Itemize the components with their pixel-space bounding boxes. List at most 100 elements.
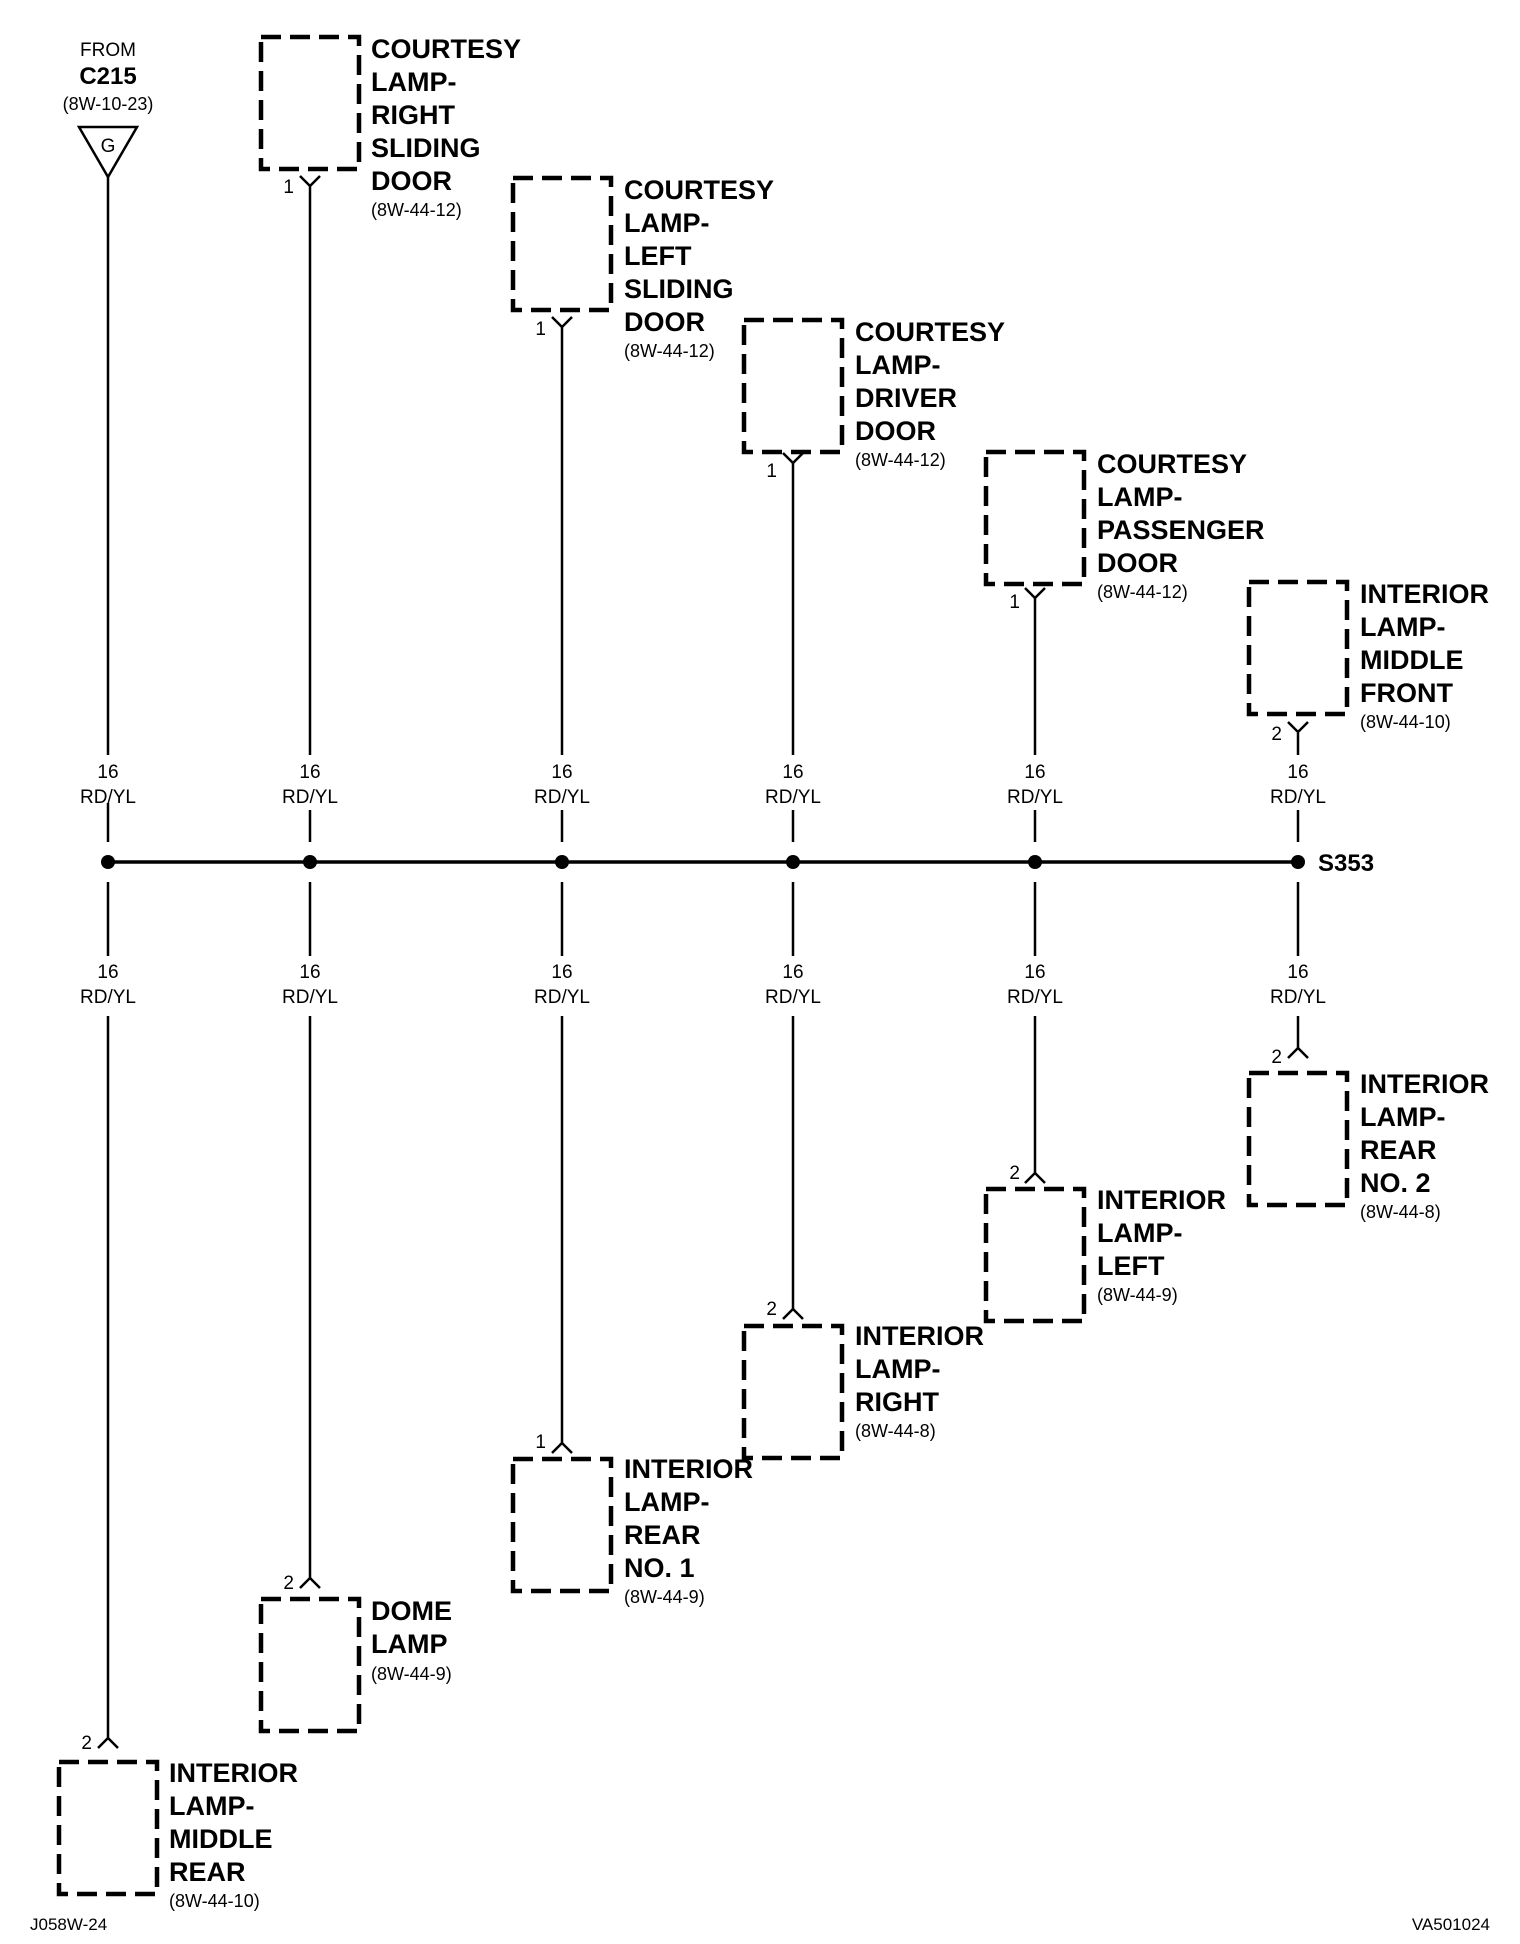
column-5: 16 RD/YL 16 RD/YL	[1007, 597, 1063, 1173]
connector-icon	[782, 1307, 804, 1320]
component-label-line: LAMP-	[855, 1354, 940, 1384]
wire-gauge-label: 16	[782, 962, 803, 983]
pin-number: 2	[1009, 1163, 1020, 1184]
component-label-line: COURTESY	[624, 175, 774, 205]
component-label-line: RIGHT	[371, 100, 456, 130]
wire-color-label: RD/YL	[765, 987, 821, 1008]
courtesy-lamp-driver-door: 1 COURTESY LAMP- DRIVER DOOR (8W-44-12)	[741, 317, 1005, 482]
splice-label: S353	[1318, 850, 1374, 877]
component-label-line: LAMP-	[1360, 1102, 1445, 1132]
pin-number: 1	[535, 1432, 546, 1453]
component-label-line: DOME	[371, 1596, 452, 1626]
courtesy-lamp-passenger-door: 1 COURTESY LAMP- PASSENGER DOOR (8W-44-1…	[983, 449, 1265, 613]
component-label-line: REAR	[169, 1857, 246, 1887]
component-box	[258, 34, 362, 172]
connector-icon	[1287, 1046, 1309, 1059]
component-label-line: COURTESY	[1097, 449, 1247, 479]
wire-color-label: RD/YL	[1007, 787, 1063, 808]
component-label-line: DOOR	[1097, 548, 1178, 578]
component-box	[983, 449, 1087, 587]
source-connector: FROM C215 (8W-10-23) G	[63, 40, 153, 180]
wire-color-label: RD/YL	[1270, 787, 1326, 808]
component-box	[741, 1323, 845, 1461]
component-label-line: DOOR	[855, 416, 936, 446]
component-box	[983, 1186, 1087, 1324]
component-box	[258, 1596, 362, 1734]
pin-number: 1	[766, 461, 777, 482]
component-ref: (8W-44-10)	[1360, 712, 1451, 732]
component-label-line: LAMP-	[624, 208, 709, 238]
component-ref: (8W-44-12)	[855, 450, 946, 470]
component-label-line: LAMP	[371, 1629, 448, 1659]
connector-icon	[97, 1736, 119, 1749]
source-from-label: FROM	[80, 40, 136, 61]
component-ref: (8W-44-8)	[855, 1421, 936, 1441]
component-box	[510, 1456, 614, 1594]
wire-gauge-label: 16	[1287, 762, 1308, 783]
wire-color-label: RD/YL	[282, 987, 338, 1008]
wire-color-label: RD/YL	[765, 787, 821, 808]
pin-number: 1	[283, 177, 294, 198]
wire-gauge-label: 16	[782, 762, 803, 783]
pin-number: 1	[535, 319, 546, 340]
wire-gauge-label: 16	[97, 762, 118, 783]
component-label-line: LAMP-	[1360, 612, 1445, 642]
component-box	[56, 1759, 160, 1897]
component-ref: (8W-44-12)	[624, 341, 715, 361]
source-connector-id: C215	[79, 63, 136, 90]
splice-dot	[555, 855, 569, 869]
component-ref: (8W-44-9)	[1097, 1285, 1178, 1305]
connector-icon	[1024, 587, 1046, 600]
component-label-line: REAR	[624, 1520, 701, 1550]
component-ref: (8W-44-12)	[371, 200, 462, 220]
wire-color-label: RD/YL	[1007, 987, 1063, 1008]
component-label-line: INTERIOR	[624, 1454, 753, 1484]
component-label-line: REAR	[1360, 1135, 1437, 1165]
column-2: 16 RD/YL 16 RD/YL	[282, 186, 338, 1578]
component-label-line: DRIVER	[855, 383, 957, 413]
wire-gauge-label: 16	[1024, 962, 1045, 983]
splice-dot	[1291, 855, 1305, 869]
connector-icon	[299, 1576, 321, 1589]
component-label-line: LAMP-	[624, 1487, 709, 1517]
splice-dot	[101, 855, 115, 869]
pin-number: 2	[766, 1299, 777, 1320]
courtesy-lamp-right-sliding-door: 1 COURTESY LAMP- RIGHT SLIDING DOOR (8W-…	[258, 34, 521, 220]
component-box	[1246, 1070, 1350, 1208]
component-box	[1246, 579, 1350, 717]
component-label-line: DOOR	[371, 166, 452, 196]
component-box	[510, 175, 614, 313]
connector-icon	[299, 175, 321, 188]
pin-number: 2	[283, 1573, 294, 1594]
splice-dot	[303, 855, 317, 869]
component-label-line: NO. 2	[1360, 1168, 1431, 1198]
interior-lamp-rear-no-2: 2 INTERIOR LAMP- REAR NO. 2 (8W-44-8)	[1246, 1046, 1489, 1222]
ground-triangle-icon	[76, 125, 140, 180]
interior-lamp-middle-front: 2 INTERIOR LAMP- MIDDLE FRONT (8W-44-10)	[1246, 579, 1489, 745]
column-3: 16 RD/YL 16 RD/YL	[534, 327, 590, 1443]
component-label-line: INTERIOR	[1097, 1185, 1226, 1215]
component-ref: (8W-44-10)	[169, 1891, 260, 1911]
pin-number: 1	[1009, 592, 1020, 613]
component-label-line: PASSENGER	[1097, 515, 1265, 545]
wire-gauge-label: 16	[551, 762, 572, 783]
connector-icon	[782, 452, 804, 465]
connector-icon	[1287, 721, 1309, 734]
component-label-line: INTERIOR	[169, 1758, 298, 1788]
connector-icon	[551, 1441, 573, 1454]
pin-number: 2	[81, 1733, 92, 1754]
column-6: 16 RD/YL 16 RD/YL	[1270, 733, 1326, 1048]
wire-color-label: RD/YL	[534, 987, 590, 1008]
interior-lamp-rear-no-1: 1 INTERIOR LAMP- REAR NO. 1 (8W-44-9)	[510, 1432, 753, 1607]
interior-lamp-left: 2 INTERIOR LAMP- LEFT (8W-44-9)	[983, 1163, 1226, 1324]
component-label-line: INTERIOR	[1360, 1069, 1489, 1099]
component-label-line: LAMP-	[169, 1791, 254, 1821]
wire-gauge-label: 16	[551, 962, 572, 983]
pin-number: 2	[1271, 1047, 1282, 1068]
wire-color-label: RD/YL	[1270, 987, 1326, 1008]
component-label-line: LAMP-	[1097, 1218, 1182, 1248]
component-label-line: RIGHT	[855, 1387, 940, 1417]
splice-dot	[786, 855, 800, 869]
component-label-line: INTERIOR	[1360, 579, 1489, 609]
